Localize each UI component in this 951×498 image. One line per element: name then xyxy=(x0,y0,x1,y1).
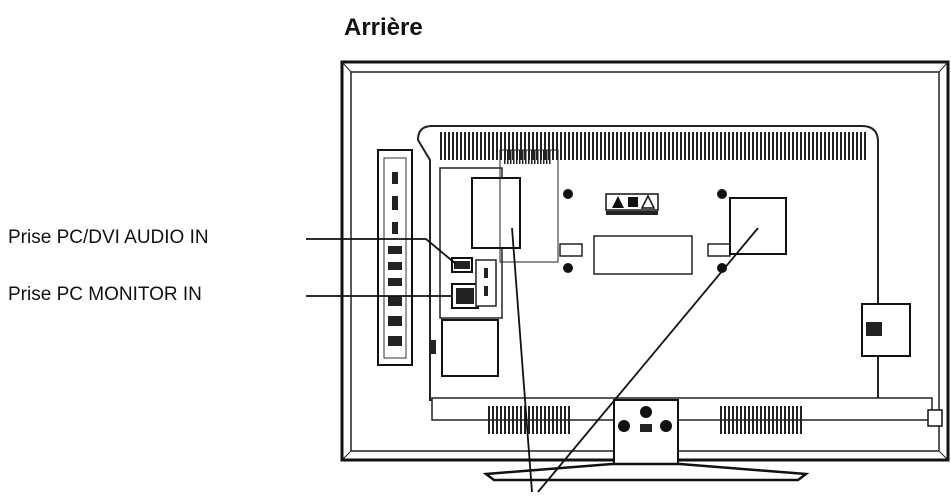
callout-line-audio xyxy=(306,238,457,265)
right-side-clip xyxy=(861,303,943,427)
callout-pc-dvi-audio-in: Prise PC/DVI AUDIO IN xyxy=(8,227,209,248)
top-vent-grille xyxy=(438,132,868,160)
diagram-title: Arrière xyxy=(344,14,423,41)
stand-base xyxy=(482,462,810,482)
callout-lines xyxy=(306,227,759,493)
pointer-line-right xyxy=(537,227,759,493)
pointer-line-left xyxy=(511,227,533,493)
warning-label-icon xyxy=(605,193,659,215)
side-jack-panel xyxy=(377,149,436,366)
bottom-vents-and-stand xyxy=(482,399,810,482)
mounting-area xyxy=(559,189,787,275)
rear-jack-area xyxy=(439,149,559,377)
callout-pc-monitor-in: Prise PC MONITOR IN xyxy=(8,284,202,305)
